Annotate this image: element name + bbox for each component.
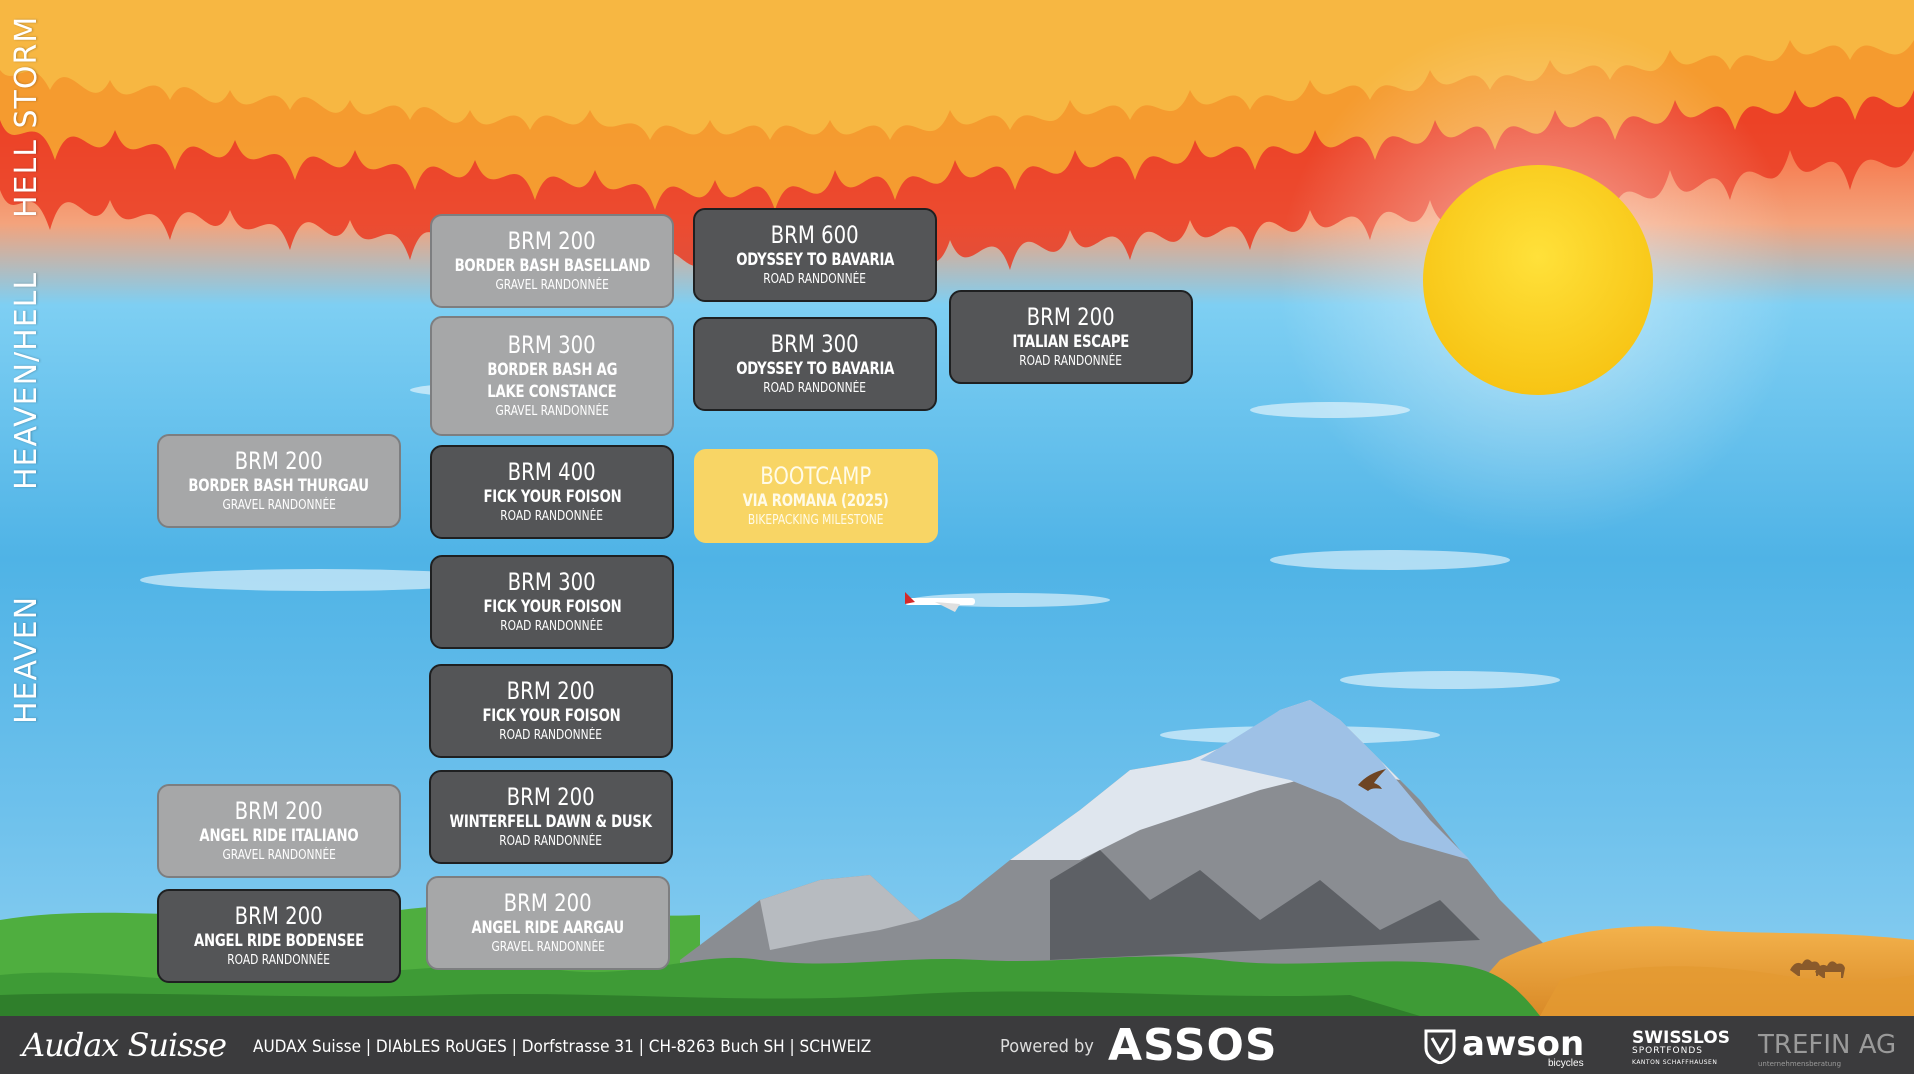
event-distance: BRM 200 bbox=[235, 447, 323, 475]
event-distance: BRM 300 bbox=[508, 568, 596, 596]
zone-label-hell-storm: HELL STORM bbox=[9, 15, 44, 218]
awson-logo[interactable]: awson bbox=[1462, 1024, 1585, 1064]
event-distance: BRM 200 bbox=[507, 783, 595, 811]
event-distance: BRM 300 bbox=[771, 330, 859, 358]
awson-shield-icon bbox=[1424, 1029, 1456, 1064]
event-type: ROAD RANDONNÉE bbox=[500, 619, 604, 634]
event-distance: BRM 200 bbox=[1027, 303, 1115, 331]
airplane-icon bbox=[905, 592, 975, 612]
event-card-angel-ride-italiano[interactable]: BRM 200 ANGEL RIDE ITALIANO GRAVEL RANDO… bbox=[157, 784, 401, 878]
powered-by-label: Powered by bbox=[1000, 1036, 1094, 1057]
event-type: ROAD RANDONNÉE bbox=[1019, 354, 1123, 369]
event-distance: BRM 600 bbox=[771, 221, 859, 249]
awson-sub: bicycles bbox=[1548, 1058, 1584, 1069]
event-type: ROAD RANDONNÉE bbox=[227, 953, 331, 968]
footer-bar: Audax Suisse AUDAX Suisse | DIAbLES RoUG… bbox=[0, 1016, 1914, 1074]
event-card-italian-escape[interactable]: BRM 200 ITALIAN ESCAPE ROAD RANDONNÉE bbox=[949, 290, 1193, 384]
eagle-icon bbox=[1358, 769, 1386, 791]
event-card-border-bash-baselland[interactable]: BRM 200 BORDER BASH BASELLAND GRAVEL RAN… bbox=[430, 214, 674, 308]
trefin-text: TREFIN AG bbox=[1758, 1030, 1897, 1060]
event-card-angel-ride-bodensee[interactable]: BRM 200 ANGEL RIDE BODENSEE ROAD RANDONN… bbox=[157, 889, 401, 983]
event-name: BORDER BASH BASELLAND bbox=[454, 256, 650, 276]
event-type: ROAD RANDONNÉE bbox=[763, 272, 867, 287]
swisslos-text: SWISSLOS bbox=[1632, 1028, 1730, 1048]
event-type: ROAD RANDONNÉE bbox=[499, 728, 603, 743]
event-distance: BRM 200 bbox=[504, 889, 592, 917]
event-type: GRAVEL RANDONNÉE bbox=[222, 848, 336, 863]
event-name: BORDER BASH THURGAU bbox=[188, 476, 370, 496]
footer-address: AUDAX Suisse | DIAbLES RoUGES | Dorfstra… bbox=[253, 1037, 872, 1057]
event-distance: BRM 300 bbox=[508, 331, 596, 359]
event-type: ROAD RANDONNÉE bbox=[763, 381, 867, 396]
swisslos-sub2: KANTON SCHAFFHAUSEN bbox=[1632, 1059, 1718, 1066]
event-card-bootcamp-via-romana[interactable]: BOOTCAMP VIA ROMANA (2025) BIKEPACKING M… bbox=[694, 449, 938, 543]
event-type: ROAD RANDONNÉE bbox=[499, 834, 603, 849]
sun-icon bbox=[1423, 165, 1653, 395]
event-card-border-bash-thurgau[interactable]: BRM 200 BORDER BASH THURGAU GRAVEL RANDO… bbox=[157, 434, 401, 528]
event-name: ANGEL RIDE AARGAU bbox=[471, 918, 625, 938]
event-card-border-bash-ag[interactable]: BRM 300 BORDER BASH AG LAKE CONSTANCE GR… bbox=[430, 316, 674, 436]
swisslos-sub: SPORTFONDS bbox=[1632, 1046, 1703, 1056]
event-distance: BRM 200 bbox=[235, 902, 323, 930]
event-distance: BRM 400 bbox=[508, 458, 596, 486]
audax-suisse-logo[interactable]: Audax Suisse bbox=[22, 1026, 227, 1064]
event-card-odyssey-to-bavaria-300[interactable]: BRM 300 ODYSSEY TO BAVARIA ROAD RANDONNÉ… bbox=[693, 317, 937, 411]
trefin-sub: unternehmensberatung bbox=[1758, 1060, 1842, 1068]
event-card-fick-your-foison-200[interactable]: BRM 200 FICK YOUR FOISON ROAD RANDONNÉE bbox=[429, 664, 673, 758]
event-name: FICK YOUR FOISON bbox=[482, 597, 622, 617]
event-type: ROAD RANDONNÉE bbox=[500, 509, 604, 524]
event-name: ODYSSEY TO BAVARIA bbox=[736, 250, 894, 270]
event-name: ANGEL RIDE ITALIANO bbox=[199, 826, 359, 846]
event-name: FICK YOUR FOISON bbox=[481, 706, 621, 726]
event-type: GRAVEL RANDONNÉE bbox=[222, 498, 336, 513]
event-name: BORDER BASH AG bbox=[487, 360, 617, 380]
event-distance: BRM 200 bbox=[235, 797, 323, 825]
event-distance: BRM 200 bbox=[508, 227, 596, 255]
event-type: GRAVEL RANDONNÉE bbox=[495, 404, 609, 419]
swisslos-logo[interactable]: SWISSLOS SPORTFONDS KANTON SCHAFFHAUSEN bbox=[1632, 1030, 1730, 1068]
camel-icon bbox=[1790, 959, 1845, 978]
trefin-logo[interactable]: TREFIN AG unternehmensberatung bbox=[1758, 1030, 1897, 1068]
event-card-angel-ride-aargau[interactable]: BRM 200 ANGEL RIDE AARGAU GRAVEL RANDONN… bbox=[426, 876, 670, 970]
event-name: ANGEL RIDE BODENSEE bbox=[194, 931, 364, 951]
event-type: BIKEPACKING MILESTONE bbox=[748, 513, 884, 528]
event-distance: BRM 200 bbox=[507, 677, 595, 705]
event-name: VIA ROMANA (2025) bbox=[742, 491, 890, 511]
event-name: WINTERFELL DAWN & DUSK bbox=[449, 812, 653, 832]
event-card-fick-your-foison-400[interactable]: BRM 400 FICK YOUR FOISON ROAD RANDONNÉE bbox=[430, 445, 674, 539]
event-distance: BOOTCAMP bbox=[760, 462, 872, 490]
event-card-winterfell-dawn-dusk[interactable]: BRM 200 WINTERFELL DAWN & DUSK ROAD RAND… bbox=[429, 770, 673, 864]
event-type: GRAVEL RANDONNÉE bbox=[491, 940, 605, 955]
zone-label-heaven: HEAVEN bbox=[9, 595, 44, 724]
event-name: ITALIAN ESCAPE bbox=[1012, 332, 1130, 352]
event-name: ODYSSEY TO BAVARIA bbox=[736, 359, 894, 379]
event-name-line2: LAKE CONSTANCE bbox=[487, 382, 617, 402]
event-card-odyssey-to-bavaria-600[interactable]: BRM 600 ODYSSEY TO BAVARIA ROAD RANDONNÉ… bbox=[693, 208, 937, 302]
zone-label-heaven-hell: HEAVEN/HELL bbox=[9, 271, 44, 490]
event-name: FICK YOUR FOISON bbox=[482, 487, 622, 507]
event-type: GRAVEL RANDONNÉE bbox=[495, 278, 609, 293]
event-card-fick-your-foison-300[interactable]: BRM 300 FICK YOUR FOISON ROAD RANDONNÉE bbox=[430, 555, 674, 649]
assos-logo[interactable]: ASSOS bbox=[1108, 1020, 1278, 1071]
